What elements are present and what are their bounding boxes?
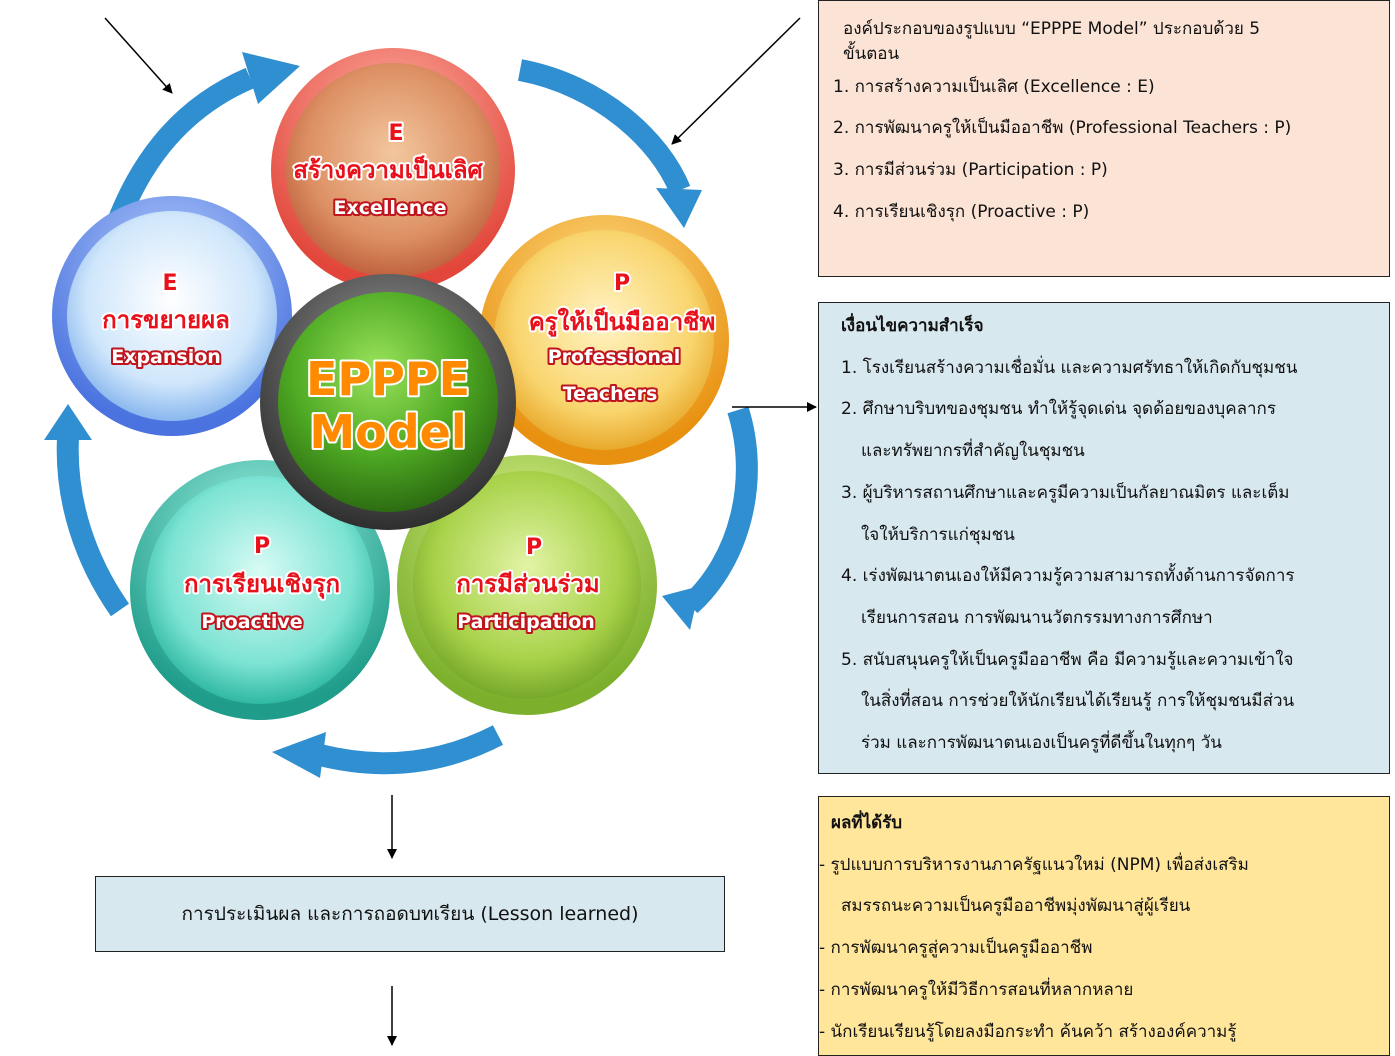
condition-line: และทรัพยากรที่สำคัญในชุมชน [861, 441, 1085, 462]
circle-english-label: Participation [457, 611, 595, 633]
condition-line: 5. สนับสนุนครูให้เป็นครูมืออาชีพ คือ มีค… [841, 649, 1294, 670]
circle-participation: P การมีส่วนร่วม Participation [397, 455, 657, 715]
result-line: - การพัฒนาครูสู่ความเป็นครูมืออาชีพ [819, 938, 1093, 959]
pointer-arrow-top-right [671, 17, 801, 145]
circle-thai-label: การขยายผล [102, 306, 230, 334]
circle-thai-label: สร้างความเป็นเลิศ [293, 155, 483, 184]
cycle-arrow-head [272, 732, 326, 778]
cycle-arrow-right [682, 406, 758, 614]
condition-line: ร่วม และการพัฒนาตนเองเป็นครูที่ดีขึ้นในท… [861, 733, 1222, 754]
result-line: - นักเรียนเรียนรู้โดยลงมือกระทำ ค้นคว้า … [819, 1021, 1237, 1042]
result-line: - การพัฒนาครูให้มีวิธีการสอนที่หลากหลาย [819, 979, 1134, 1000]
component-item: 3. การมีส่วนร่วม (Participation : P) [833, 160, 1108, 181]
components-intro: ขั้นตอน [843, 43, 900, 64]
circle-letter: E [162, 271, 177, 296]
cycle-arrow-left [56, 437, 130, 617]
condition-line: 2. ศึกษาบริบทของชุมชน ทำให้รู้จุดเด่น จุ… [841, 399, 1276, 420]
cycle-arrows [44, 52, 758, 778]
circle-thai-label: การเรียนเชิงรุก [184, 570, 340, 600]
center-title-line1: EPPPE [306, 352, 470, 406]
circle-letter: P [254, 534, 270, 559]
condition-line: 1. โรงเรียนสร้างความเชื่อมั่น และความศรั… [841, 357, 1298, 378]
cycle-arrow-top-right [517, 59, 691, 195]
component-item: 1. การสร้างความเป็นเลิศ (Excellence : E) [833, 76, 1155, 97]
circle-excellence: E สร้างความเป็นเลิศ Excellence [271, 48, 515, 292]
cycle-arrow-bottom [317, 725, 504, 775]
evaluation-text: การประเมินผล และการถอดบทเรียน (Lesson le… [181, 903, 639, 925]
circle-letter: P [526, 535, 542, 560]
evaluation-box: การประเมินผล และการถอดบทเรียน (Lesson le… [95, 876, 725, 952]
cycle-arrow-head [656, 188, 702, 228]
center-title-line2: Model [309, 405, 466, 459]
condition-line: ใจให้บริการแก่ชุมชน [861, 524, 1015, 545]
component-item: 4. การเรียนเชิงรุก (Proactive : P) [833, 201, 1090, 222]
cycle-arrow-head [242, 52, 300, 104]
cycle-arrow-head [662, 586, 700, 630]
circle-english-label: Proactive [201, 611, 302, 633]
condition-line: 4. เร่งพัฒนาตนเองให้มีความรู้ความสามารถท… [841, 566, 1295, 587]
success-conditions-box: เงื่อนไขความสำเร็จ 1. โรงเรียนสร้างความเ… [818, 302, 1390, 774]
circle-professional-teachers: P ครูให้เป็นมืออาชีพ Professional Teache… [479, 215, 729, 465]
component-item: 2. การพัฒนาครูให้เป็นมืออาชีพ (Professio… [833, 118, 1292, 139]
result-line: - รูปแบบการบริหารงานภาครัฐแนวใหม่ (NPM) … [819, 854, 1249, 875]
circle-letter: P [614, 271, 630, 296]
circle-expansion: E การขยายผล Expansion [52, 196, 292, 436]
cycle-arrow-head [44, 404, 92, 440]
condition-line: เรียนการสอน การพัฒนานวัตกรรมทางการศึกษา [861, 607, 1213, 628]
circle-english-label: Excellence [334, 197, 447, 219]
circle-thai-label: การมีส่วนร่วม [456, 570, 599, 598]
circle-english-label: Expansion [111, 346, 221, 368]
result-line: สมรรถนะความเป็นครูมืออาชีพมุ่งพัฒนาสู่ผู… [841, 896, 1191, 917]
condition-line: ในสิ่งที่สอน การช่วยให้นักเรียนได้เรียนร… [861, 691, 1295, 712]
components-box: องค์ประกอบของรูปแบบ “EPPPE Model” ประกอบ… [818, 0, 1390, 277]
box-title: ผลที่ได้รับ [831, 813, 903, 833]
condition-line: 3. ผู้บริหารสถานศึกษาและครูมีความเป็นกัล… [841, 482, 1290, 503]
circle-english-label-2: Teachers [563, 383, 658, 405]
box-title: เงื่อนไขความสำเร็จ [841, 316, 984, 336]
circle-proactive: P การเรียนเชิงรุก Proactive [130, 460, 390, 720]
pointer-arrow-top-left [104, 17, 173, 94]
results-box: ผลที่ได้รับ - รูปแบบการบริหารงานภาครัฐแน… [818, 796, 1390, 1056]
components-intro: องค์ประกอบของรูปแบบ “EPPPE Model” ประกอบ… [843, 19, 1261, 39]
circle-english-label: Professional [548, 346, 681, 368]
circle-letter: E [388, 121, 403, 146]
circle-thai-label: ครูให้เป็นมืออาชีพ [529, 307, 716, 337]
center-circle: EPPPE Model [260, 274, 516, 530]
